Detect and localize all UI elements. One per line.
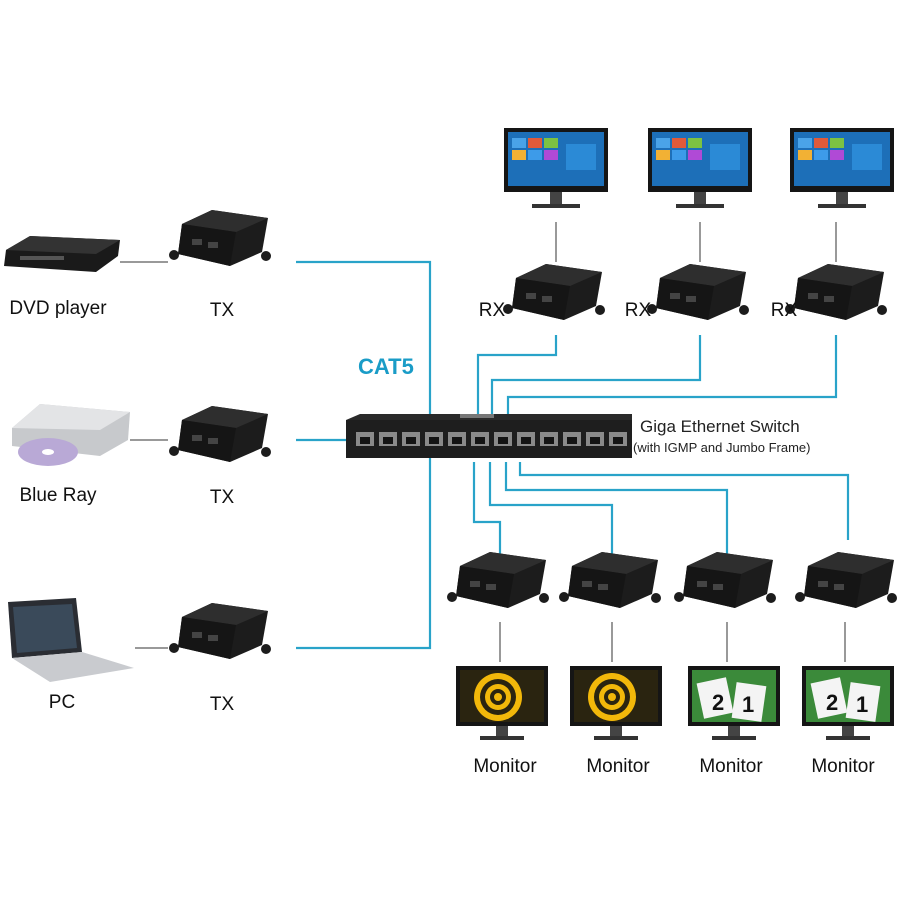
display-top-2 [648, 128, 752, 208]
blu-ray-player-image [12, 404, 130, 466]
source-label-dvd: DVD player [9, 298, 107, 319]
rx-label-2: RX [624, 300, 652, 321]
monitor-1 [456, 666, 548, 740]
dvd-player-image [4, 236, 120, 272]
monitor-label-3: Monitor [699, 756, 763, 777]
rx-unit-1 [503, 264, 605, 320]
rx-unit-6 [674, 552, 776, 608]
tx-unit-3 [169, 603, 271, 659]
monitor-2 [570, 666, 662, 740]
tx-unit-1 [169, 210, 271, 266]
monitor-label-1: Monitor [473, 756, 537, 777]
tx-label-3: TX [209, 694, 235, 715]
hdmi-links [120, 222, 846, 662]
switch-subtitle: (with IGMP and Jumbo Frame) [633, 440, 811, 455]
display-top-1 [504, 128, 608, 208]
rx-label-1: RX [478, 300, 506, 321]
source-label-pc: PC [48, 692, 76, 713]
laptop-image [8, 598, 134, 682]
source-label-bluray: Blue Ray [19, 485, 97, 506]
rx-unit-7 [795, 552, 897, 608]
monitor-label-4: Monitor [811, 756, 875, 777]
switch-title: Giga Ethernet Switch [640, 417, 800, 436]
rx-unit-4 [447, 552, 549, 608]
rx-unit-5 [559, 552, 661, 608]
display-top-3 [790, 128, 894, 208]
tx-unit-2 [169, 406, 271, 462]
cat5-cables [296, 260, 850, 650]
rx-label-3: RX [770, 300, 798, 321]
tx-label-2: TX [209, 487, 235, 508]
ethernet-switch [346, 414, 632, 458]
cat5-label: CAT5 [358, 354, 414, 379]
rx-unit-3 [785, 264, 887, 320]
monitor-4 [802, 666, 894, 740]
tx-label-1: TX [209, 300, 235, 321]
rx-unit-2 [647, 264, 749, 320]
monitor-label-2: Monitor [586, 756, 650, 777]
monitor-3 [688, 666, 780, 740]
